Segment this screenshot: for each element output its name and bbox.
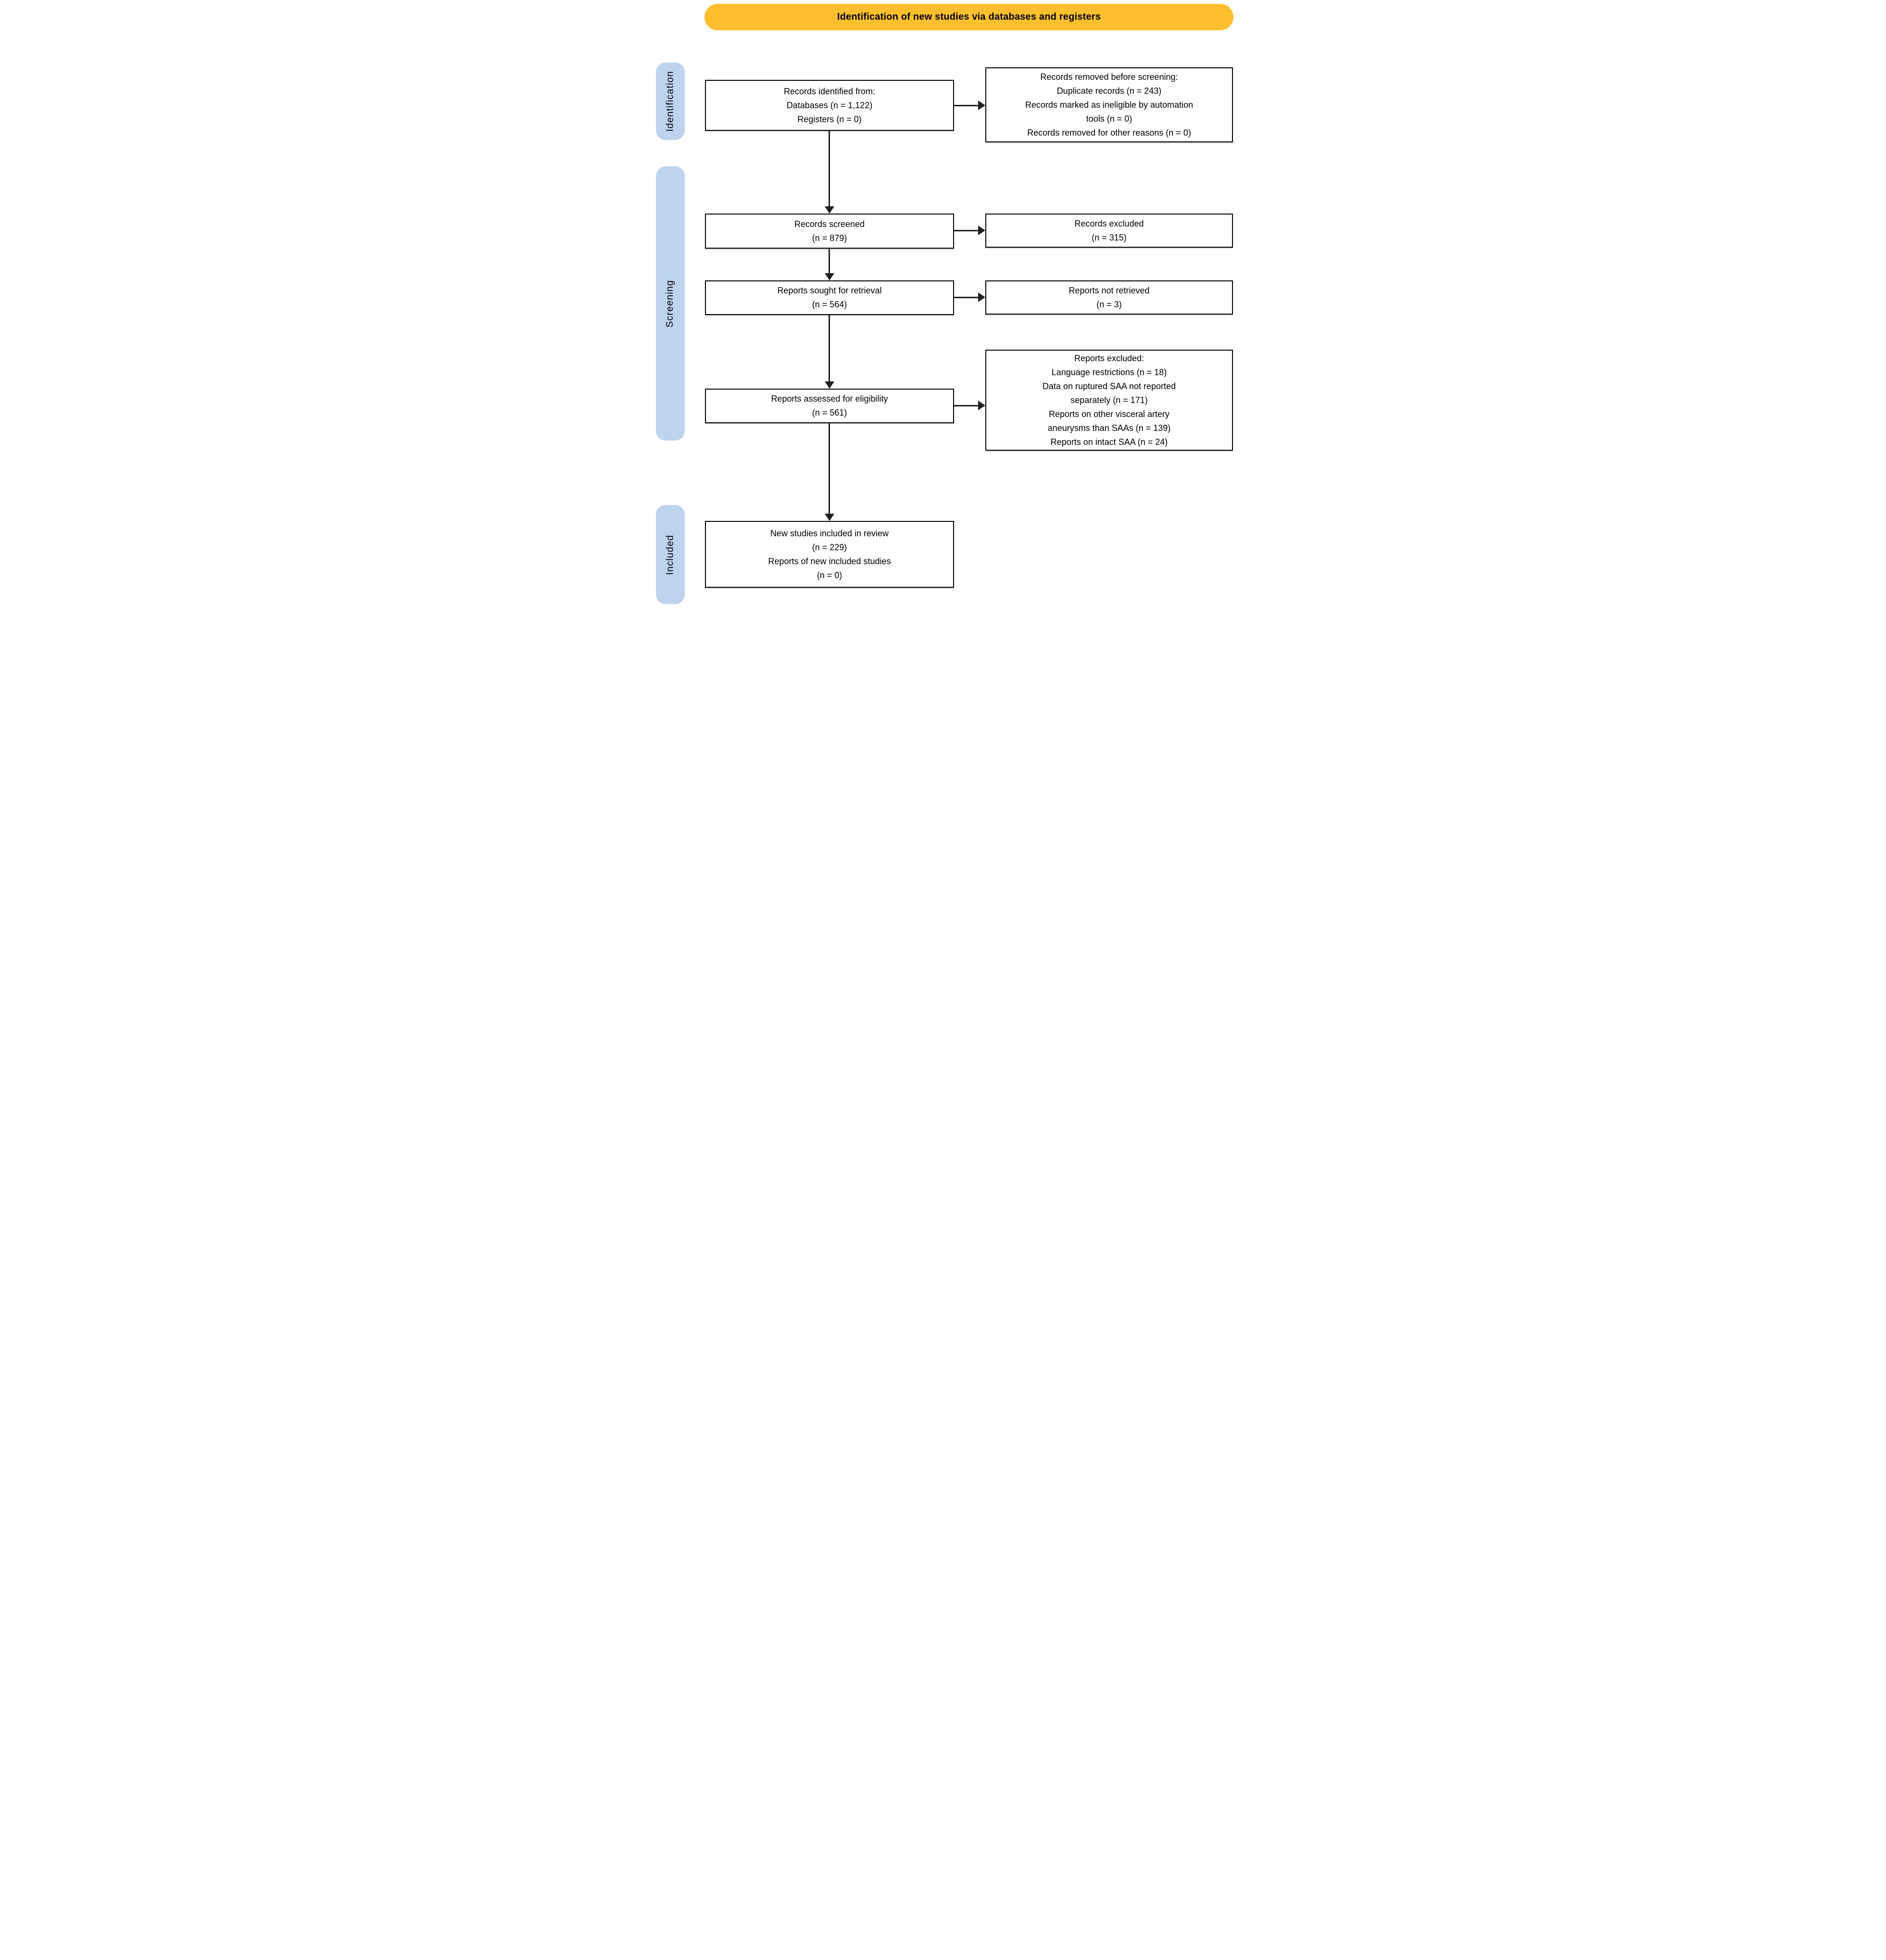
stage-label-identification: Identification <box>656 63 685 140</box>
arrow-identified-to-removed-line <box>954 105 979 106</box>
box-text-line: New studies included in review <box>770 528 889 538</box>
banner-title: Identification of new studies via databa… <box>837 12 1101 22</box>
prisma-flow-diagram: Identification of new studies via databa… <box>651 0 1235 607</box>
box-text-line: Records screened <box>794 219 865 229</box>
box-records-removed-before-screening: Records removed before screening: Duplica… <box>985 67 1233 142</box>
box-text-line: (n = 0) <box>817 570 842 580</box>
arrow-screened-to-excluded-head-icon <box>978 226 985 235</box>
stage-label-included-text: Included <box>665 534 676 575</box>
arrow-identified-to-screened-line <box>829 131 830 207</box>
arrow-assessed-to-reports-excluded-head-icon <box>978 401 985 410</box>
box-records-identified: Records identified from: Databases (n = 1… <box>705 80 954 131</box>
box-text-line: Reports not retrieved <box>1069 285 1150 295</box>
box-records-excluded: Records excluded (n = 315) <box>985 214 1233 248</box>
box-reports-not-retrieved: Reports not retrieved (n = 3) <box>985 280 1233 315</box>
box-text-line: Databases (n = 1,122) <box>786 100 873 110</box>
box-text-line: Reports assessed for eligibility <box>771 394 888 404</box>
arrow-assessed-to-reports-excluded-line <box>954 405 979 406</box>
arrow-identified-to-removed-head-icon <box>978 101 985 110</box>
box-text-line: Records identified from: <box>783 86 876 96</box>
box-text-line: (n = 3) <box>1096 299 1122 309</box>
arrow-sought-to-assessed-line <box>829 315 830 382</box>
arrow-assessed-to-included-head-icon <box>825 514 834 521</box>
stage-label-included: Included <box>656 505 685 604</box>
box-text-line: Language restrictions (n = 18) <box>1051 367 1167 377</box>
box-text-line: Reports on intact SAA (n = 24) <box>1050 437 1168 447</box>
box-reports-assessed-for-eligibility: Reports assessed for eligibility (n = 561… <box>705 389 954 423</box>
box-text-line: Reports of new included studies <box>768 556 891 566</box>
stage-label-screening: Screening <box>656 166 685 441</box>
arrow-screened-to-excluded-line <box>954 230 979 231</box>
box-reports-sought-for-retrieval: Reports sought for retrieval (n = 564) <box>705 280 954 315</box>
box-text-line: (n = 229) <box>812 542 847 552</box>
box-text-line: Records marked as ineligible by automati… <box>1025 100 1194 124</box>
box-records-screened: Records screened (n = 879) <box>705 214 954 249</box>
box-reports-excluded: Reports excluded: Language restrictions (… <box>985 350 1233 451</box>
arrow-sought-to-not-retrieved-head-icon <box>978 292 985 302</box>
box-text-line: (n = 879) <box>812 233 847 243</box>
box-text-line: Data on ruptured SAA not reported separa… <box>1042 381 1176 405</box>
arrow-sought-to-not-retrieved-line <box>954 297 979 298</box>
box-text-line: Reports excluded: <box>1074 353 1144 363</box>
arrow-assessed-to-included-line <box>829 423 830 514</box>
box-text-line: Reports on other visceral artery aneurys… <box>1047 409 1171 433</box>
arrow-identified-to-screened-head-icon <box>825 206 834 214</box>
arrow-screened-to-sought-line <box>829 249 830 274</box>
box-new-studies-included: New studies included in review (n = 229) R… <box>705 521 954 588</box>
box-text-line: (n = 561) <box>812 408 847 417</box>
box-text-line: Records removed for other reasons (n = 0… <box>1027 127 1191 138</box>
stage-label-identification-text: Identification <box>665 71 676 132</box>
arrow-sought-to-assessed-head-icon <box>825 381 834 389</box>
box-text-line: Reports sought for retrieval <box>777 286 882 295</box>
box-text-line: Records removed before screening: <box>1040 72 1178 82</box>
stage-label-screening-text: Screening <box>665 279 676 328</box>
arrow-screened-to-sought-head-icon <box>825 273 834 280</box>
box-text-line: Duplicate records (n = 243) <box>1056 86 1162 96</box>
banner: Identification of new studies via databa… <box>704 4 1233 30</box>
box-text-line: (n = 564) <box>812 300 847 309</box>
box-text-line: Records excluded <box>1074 218 1144 228</box>
box-text-line: Registers (n = 0) <box>797 114 862 124</box>
box-text-line: (n = 315) <box>1092 232 1127 242</box>
